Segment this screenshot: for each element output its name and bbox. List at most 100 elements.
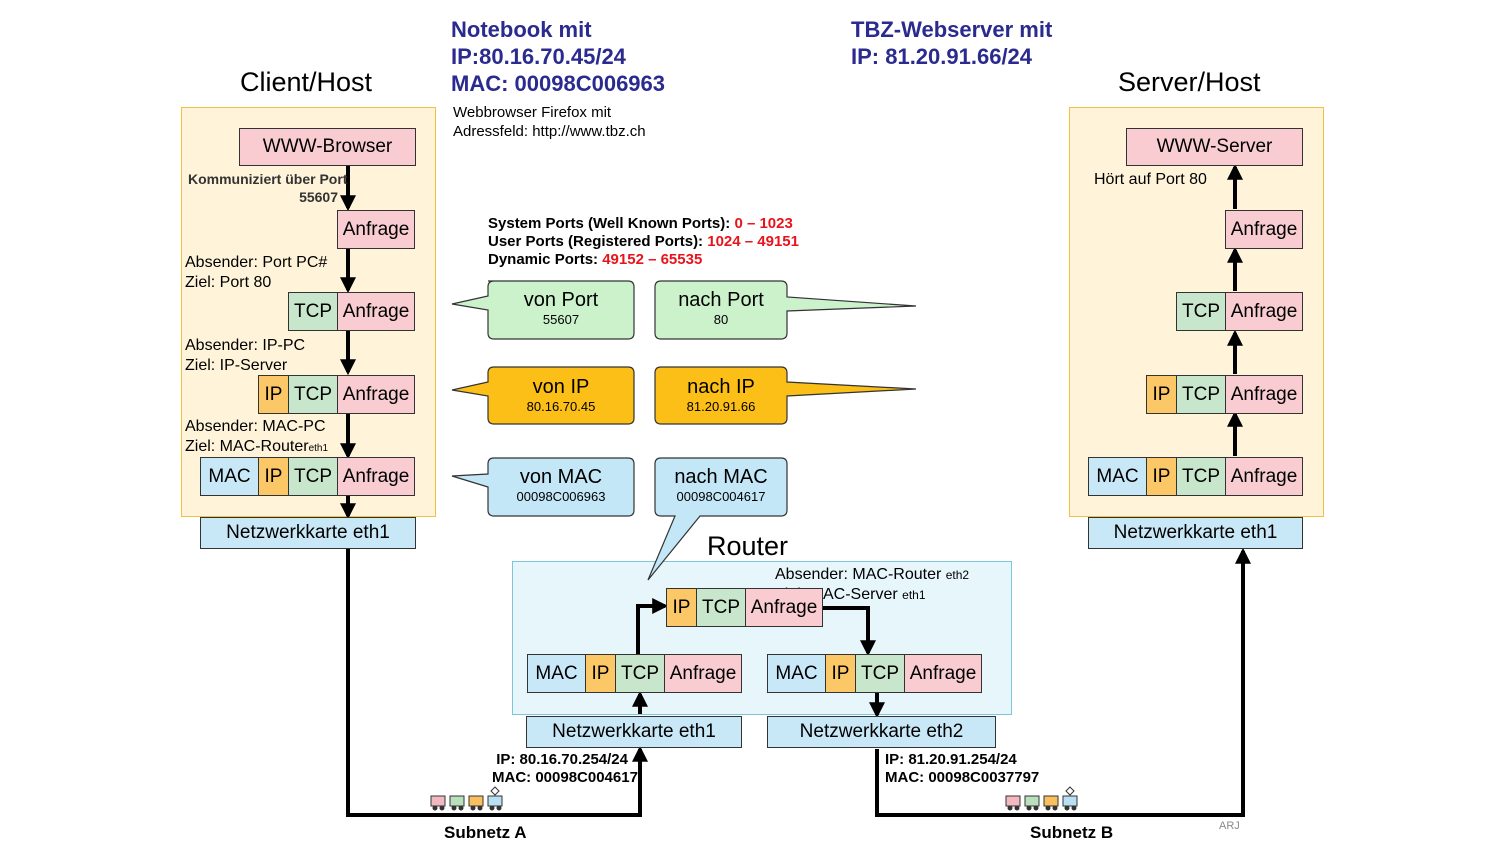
nach-ip-bubble: nach IP 81.20.91.66 xyxy=(655,375,787,415)
von-ip-title: von IP xyxy=(532,376,590,398)
client-tcp-anfrage: Anfrage xyxy=(337,292,415,331)
port-range-label: User Ports (Registered Ports): xyxy=(488,233,708,250)
client-mac-header: MAC xyxy=(200,457,259,496)
port-range-label: Dynamic Ports: xyxy=(488,251,603,268)
subnet-b-wire xyxy=(875,547,1251,817)
router-arrow-to-ip xyxy=(636,598,669,654)
server-ip-anfrage: Anfrage xyxy=(1225,375,1303,414)
server-mac-header: MAC xyxy=(1088,457,1147,496)
client-browser-note-line: Adressfeld: http://www.tbz.ch xyxy=(453,123,646,140)
server-port-note: Hört auf Port 80 xyxy=(1094,171,1207,188)
port-range-value: 0 – 1023 xyxy=(734,215,793,232)
subnet-a-wire xyxy=(346,549,648,817)
server-header: TBZ-Webserver mit IP: 81.20.91.66/24 xyxy=(851,16,1052,70)
server-ip-tcp: TCP xyxy=(1176,375,1226,414)
client-ip-anfrage: Anfrage xyxy=(337,375,415,414)
router-sender-text: Absender: MAC-Router xyxy=(775,566,942,583)
server-title: Server/Host xyxy=(1118,67,1261,97)
client-app-anfrage: Anfrage xyxy=(337,210,415,249)
client-mac-note-text: Ziel: MAC-Router xyxy=(185,438,309,455)
von-ip-value: 80.16.70.45 xyxy=(526,399,596,414)
router-arrow-from-ip xyxy=(823,606,876,657)
client-title: Client/Host xyxy=(240,67,373,97)
client-tcp-header: TCP xyxy=(288,292,338,331)
subnet-b-label: Subnetz B xyxy=(1030,823,1114,842)
nach-port-bubble: nach Port 80 xyxy=(655,288,787,328)
client-port-note-line: 55607 xyxy=(299,189,338,205)
nach-mac-title: nach MAC xyxy=(674,466,768,488)
www-server-box: WWW-Server xyxy=(1126,128,1303,166)
client-mac-anfrage: Anfrage xyxy=(337,457,415,496)
server-mac-anfrage: Anfrage xyxy=(1225,457,1303,496)
client-port-note: Kommuniziert über Port 55607 xyxy=(188,170,348,206)
router-sender-sub: eth2 xyxy=(945,568,970,582)
client-header-line: IP:80.16.70.45/24 xyxy=(451,44,626,69)
server-header-line: TBZ-Webserver mit xyxy=(851,17,1053,42)
port-ranges: System Ports (Well Known Ports): 0 – 102… xyxy=(488,215,799,269)
client-browser-note-line: Webbrowser Firefox mit xyxy=(453,104,612,121)
router-eth1-ip: IP: 80.16.70.254/24 xyxy=(496,751,628,768)
client-port-note-line: Kommuniziert über Port xyxy=(188,171,348,187)
von-mac-title: von MAC xyxy=(519,466,603,488)
router-eth1-address: IP: 80.16.70.254/24 MAC: 00098C004617 xyxy=(492,751,638,787)
nach-mac-value: 00098C004617 xyxy=(676,489,766,504)
server-ip-header: IP xyxy=(1146,375,1177,414)
client-browser-note: Webbrowser Firefox mit Adressfeld: http:… xyxy=(453,103,646,141)
nach-port-bubble-shape xyxy=(654,280,917,340)
von-ip-bubble: von IP 80.16.70.45 xyxy=(488,375,634,415)
packet-train-b xyxy=(1005,786,1078,811)
router-eth1-mac: MAC: 00098C004617 xyxy=(492,769,638,786)
nach-mac-bubble: nach MAC 00098C004617 xyxy=(655,465,787,505)
von-mac-bubble-shape xyxy=(451,457,635,517)
port-range-value: 1024 – 49151 xyxy=(707,233,799,250)
client-mac-tcp: TCP xyxy=(288,457,338,496)
signature: ARJ xyxy=(1219,820,1240,832)
client-ip-note-line: Ziel: IP-Server xyxy=(185,357,288,374)
client-mac-note: Absender: MAC-PC Ziel: MAC-Routereth1 xyxy=(185,417,328,459)
router-ip-anfrage: Anfrage xyxy=(745,588,823,627)
client-nic: Netzwerkkarte eth1 xyxy=(200,517,416,549)
server-app-anfrage: Anfrage xyxy=(1225,210,1303,249)
von-port-bubble-shape xyxy=(451,280,635,340)
nach-ip-title: nach IP xyxy=(687,376,755,398)
von-port-title: von Port xyxy=(523,289,599,311)
router-nic-eth1: Netzwerkkarte eth1 xyxy=(526,716,742,748)
server-tcp-header: TCP xyxy=(1176,292,1226,331)
router-title: Router xyxy=(707,531,789,561)
client-ip-header: IP xyxy=(258,375,289,414)
server-tcp-anfrage: Anfrage xyxy=(1225,292,1303,331)
nach-ip-value: 81.20.91.66 xyxy=(686,399,756,414)
server-header-line: IP: 81.20.91.66/24 xyxy=(851,44,1033,69)
client-ip-tcp: TCP xyxy=(288,375,338,414)
port-range-row: User Ports (Registered Ports): 1024 – 49… xyxy=(488,233,799,251)
client-ip-note: Absender: IP-PC Ziel: IP-Server xyxy=(185,336,305,376)
client-tcp-note: Absender: Port PC# Ziel: Port 80 xyxy=(185,253,327,293)
router-nic-eth2: Netzwerkkarte eth2 xyxy=(767,716,996,748)
nach-mac-bubble-shape xyxy=(647,457,788,581)
client-tcp-note-line: Ziel: Port 80 xyxy=(185,274,272,291)
von-mac-bubble: von MAC 00098C006963 xyxy=(488,465,634,505)
router-right-anfrage: Anfrage xyxy=(904,654,982,693)
client-tcp-note-line: Absender: Port PC# xyxy=(185,254,328,271)
router-eth2-address: IP: 81.20.91.254/24 MAC: 00098C0037797 xyxy=(885,751,1039,787)
von-ip-bubble-shape xyxy=(451,366,635,425)
router-left-mac: MAC xyxy=(527,654,586,693)
router-eth2-ip: IP: 81.20.91.254/24 xyxy=(885,751,1017,768)
www-browser-box: WWW-Browser xyxy=(239,128,416,166)
router-ip-header: IP xyxy=(666,588,697,627)
port-range-label: System Ports (Well Known Ports): xyxy=(488,215,735,232)
router-right-tcp: TCP xyxy=(855,654,905,693)
port-range-row: Dynamic Ports: 49152 – 65535 xyxy=(488,251,799,269)
client-mac-ip: IP xyxy=(258,457,289,496)
client-mac-note-line: Absender: MAC-PC xyxy=(185,418,326,435)
client-mac-note-sub: eth1 xyxy=(308,443,329,454)
router-ip-tcp: TCP xyxy=(696,588,746,627)
subnet-a-label: Subnetz A xyxy=(444,823,527,842)
router-left-ip: IP xyxy=(585,654,616,693)
client-header-line: Notebook mit xyxy=(451,17,592,42)
port-range-row: System Ports (Well Known Ports): 0 – 102… xyxy=(488,215,799,233)
nach-port-title: nach Port xyxy=(678,289,764,311)
client-mac-note-line: Ziel: MAC-Routereth1 xyxy=(185,437,328,459)
server-mac-ip: IP xyxy=(1146,457,1177,496)
